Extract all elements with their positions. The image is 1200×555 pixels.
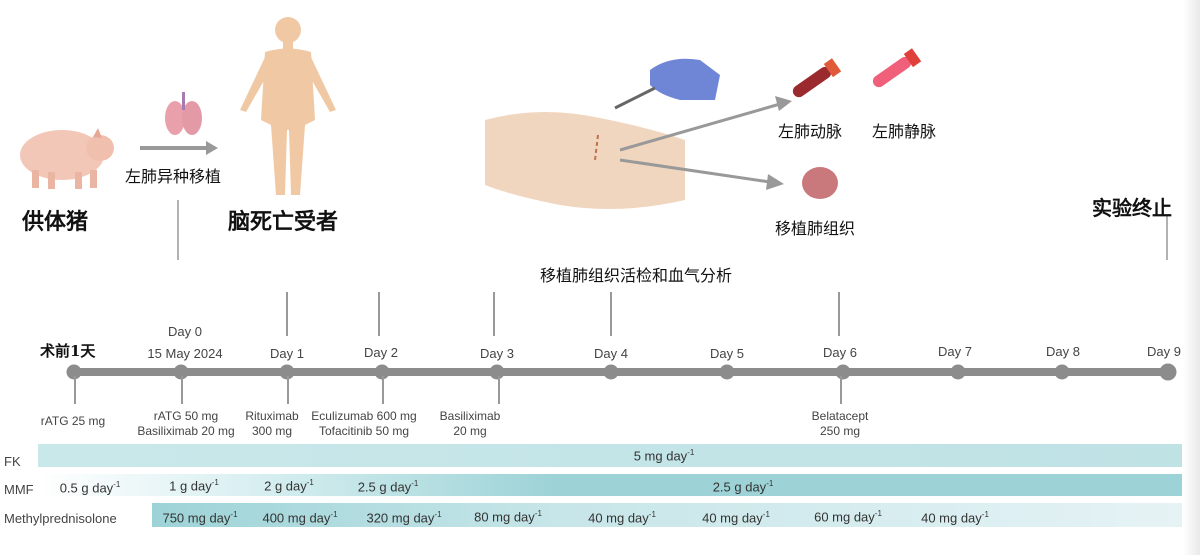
human-icon xyxy=(240,17,336,195)
blood-tube-artery-icon xyxy=(792,58,842,98)
timeline-dot xyxy=(374,364,390,380)
dose-tick xyxy=(840,376,842,404)
methyl-dose: 40 mg day-1 xyxy=(921,510,989,526)
biopsy-label: 移植肺组织活检和血气分析 xyxy=(540,266,733,285)
day0-date: 15 May 2024 xyxy=(147,346,223,361)
fk-label: FK xyxy=(4,454,21,469)
dose-day6-a: Belatacept xyxy=(811,409,869,423)
lung-icon xyxy=(165,92,202,135)
fk-bar xyxy=(38,444,1182,467)
tissue-label: 移植肺组织 xyxy=(775,219,856,238)
pig-icon xyxy=(20,128,114,189)
dose-tick xyxy=(287,376,289,404)
biopsy-tick xyxy=(493,292,495,336)
artery-label: 左肺动脉 xyxy=(778,122,843,141)
mmf-dose: 2.5 g day-1 xyxy=(357,479,419,495)
vein-label: 左肺静脉 xyxy=(872,122,937,141)
methyl-dose: 40 mg day-1 xyxy=(588,510,656,526)
pre-day-label: 术前1天 xyxy=(40,342,96,360)
end-label: 实验终止 xyxy=(1092,196,1172,220)
day-label: Day 8 xyxy=(1046,344,1080,359)
right-edge-shadow xyxy=(1183,0,1200,555)
day-label: Day 4 xyxy=(594,346,628,361)
methyl-dose: 750 mg day-1 xyxy=(162,510,238,526)
dose-pre: rATG 25 mg xyxy=(40,414,106,428)
biopsy-tick xyxy=(378,292,380,336)
methyl-dose: 80 mg day-1 xyxy=(474,509,542,525)
dose-day2-a: Eculizumab 600 mg xyxy=(311,409,417,423)
mmf-dose: 2.5 g day-1 xyxy=(712,479,774,495)
dose-tick xyxy=(181,376,183,404)
timeline-dot xyxy=(279,364,295,380)
biopsy-tick xyxy=(610,292,612,336)
methyl-dose: 320 mg day-1 xyxy=(366,510,442,526)
transplant-arrow-icon xyxy=(140,141,218,155)
fk-dose: 5 mg day-1 xyxy=(633,448,695,464)
methyl-dose: 400 mg day-1 xyxy=(262,510,338,526)
dose-day0-b: Basiliximab 20 mg xyxy=(137,424,235,438)
dose-day0-a: rATG 50 mg xyxy=(153,409,219,423)
mmf-dose: 2 g day-1 xyxy=(264,478,314,494)
timeline-dot xyxy=(835,364,851,380)
day-label: Day 5 xyxy=(710,346,744,361)
leg-surgery-icon xyxy=(485,111,685,209)
dose-tick xyxy=(74,376,76,404)
mmf-dose: 1 g day-1 xyxy=(169,478,219,494)
day0-label: Day 0 xyxy=(168,324,202,339)
timeline-dot xyxy=(489,364,505,380)
day-label: Day 6 xyxy=(823,345,857,360)
timeline-axis xyxy=(73,368,1170,376)
methyl-bar xyxy=(152,503,1182,527)
mmf-bar xyxy=(38,474,1182,496)
methyl-dose: 40 mg day-1 xyxy=(702,510,770,526)
dose-day2-b: Tofacitinib 50 mg xyxy=(318,424,410,438)
day-label: Day 3 xyxy=(480,346,514,361)
mmf-dose: 0.5 g day-1 xyxy=(59,480,121,496)
arrow-to-vessels-icon xyxy=(619,96,792,190)
methyl-label: Methylprednisolone xyxy=(4,511,117,526)
recipient-label: 脑死亡受者 xyxy=(228,209,339,235)
day-label: Day 1 xyxy=(270,346,304,361)
donor-label: 供体猪 xyxy=(22,209,89,235)
timeline-dot xyxy=(603,364,619,380)
day-label: Day 9 xyxy=(1147,344,1181,359)
illustrations xyxy=(20,17,1168,260)
day-label: Day 7 xyxy=(938,344,972,359)
timeline-dot xyxy=(1054,364,1070,380)
timeline-dot xyxy=(66,364,82,380)
glove-scalpel-icon xyxy=(614,58,720,110)
day-label: Day 2 xyxy=(364,345,398,360)
dose-tick xyxy=(382,376,384,404)
dose-tick xyxy=(498,376,500,404)
dose-day3-b: 20 mg xyxy=(453,424,487,438)
timeline-dot xyxy=(173,364,189,380)
dose-day3-a: Basiliximab xyxy=(439,409,501,423)
biopsy-tick xyxy=(838,292,840,336)
timeline-dot xyxy=(1159,363,1177,381)
blood-tube-vein-icon xyxy=(872,48,922,88)
biopsy-tick xyxy=(286,292,288,336)
timeline-dot xyxy=(719,364,735,380)
procedure-label: 左肺异种移植 xyxy=(125,167,222,186)
timeline-dot xyxy=(950,364,966,380)
dose-day6-b: 250 mg xyxy=(819,424,861,438)
methyl-dose: 60 mg day-1 xyxy=(814,509,882,525)
dose-day1-a: Rituximab xyxy=(245,409,299,423)
lung-tissue-icon xyxy=(802,167,838,199)
mmf-label: MMF xyxy=(4,482,34,497)
dose-day1-b: 300 mg xyxy=(251,424,293,438)
